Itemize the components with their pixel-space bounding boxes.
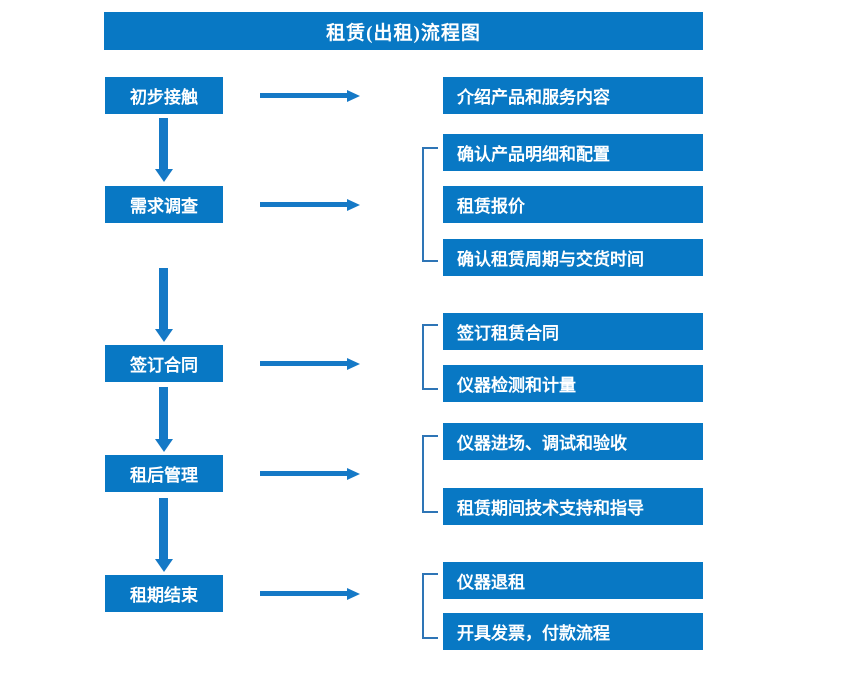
detail-box-3[interactable]: 租赁报价 xyxy=(443,186,703,223)
stage-to-detail-arrow-1 xyxy=(260,93,348,98)
stage-to-detail-arrow-2 xyxy=(260,202,348,207)
detail-box-7[interactable]: 仪器进场、调试和验收 xyxy=(443,423,703,460)
stage-box-5[interactable]: 租期结束 xyxy=(105,575,223,612)
group-bracket-post-rental xyxy=(422,435,438,513)
stage-to-detail-arrow-3 xyxy=(260,361,348,366)
group-bracket-requirements xyxy=(422,147,438,262)
stage-box-2[interactable]: 需求调查 xyxy=(105,186,223,223)
stage-box-3[interactable]: 签订合同 xyxy=(105,345,223,382)
detail-box-5[interactable]: 签订租赁合同 xyxy=(443,313,703,350)
stage-to-detail-arrow-5 xyxy=(260,591,348,596)
stage-connector-arrow-2-3 xyxy=(159,268,168,330)
stage-connector-arrow-3-4 xyxy=(159,387,168,440)
detail-box-6[interactable]: 仪器检测和计量 xyxy=(443,365,703,402)
detail-box-1[interactable]: 介绍产品和服务内容 xyxy=(443,77,703,114)
detail-box-8[interactable]: 租赁期间技术支持和指导 xyxy=(443,488,703,525)
stage-to-detail-arrow-4 xyxy=(260,471,348,476)
group-bracket-contract xyxy=(422,324,438,390)
detail-box-9[interactable]: 仪器退租 xyxy=(443,562,703,599)
stage-connector-arrow-4-5 xyxy=(159,498,168,560)
detail-box-4[interactable]: 确认租赁周期与交货时间 xyxy=(443,239,703,276)
stage-box-1[interactable]: 初步接触 xyxy=(105,77,223,114)
group-bracket-end-of-term xyxy=(422,573,438,639)
page-title: 租赁(出租)流程图 xyxy=(104,12,703,50)
stage-connector-arrow-1-2 xyxy=(159,118,168,170)
detail-box-2[interactable]: 确认产品明细和配置 xyxy=(443,134,703,171)
stage-box-4[interactable]: 租后管理 xyxy=(105,455,223,492)
detail-box-10[interactable]: 开具发票，付款流程 xyxy=(443,613,703,650)
